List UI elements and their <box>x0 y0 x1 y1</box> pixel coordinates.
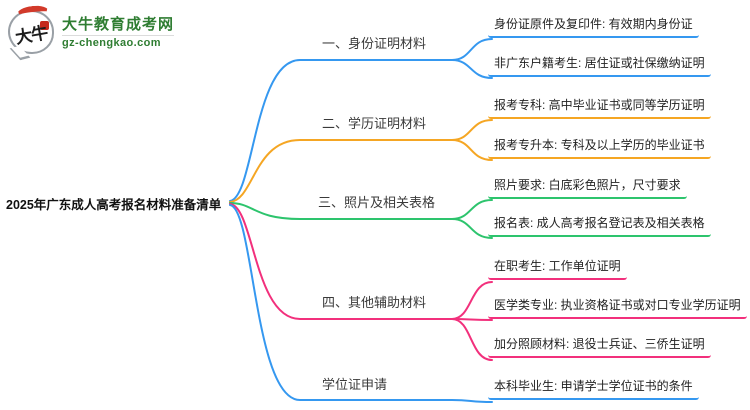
leaf-non-guangdong-residence: 非广东户籍考生: 居住证或社保缴纳证明 <box>488 55 711 77</box>
branch-education-materials: 二、学历证明材料 <box>322 116 427 131</box>
site-name: 大牛教育成考网 <box>62 15 175 33</box>
branch-other-materials: 四、其他辅助材料 <box>322 295 427 310</box>
leaf-medical-major-certificate: 医学类专业: 执业资格证书或对口专业学历证明 <box>488 297 747 319</box>
leaf-id-card-original-copy: 身份证原件及复印件: 有效期内身份证 <box>488 16 699 38</box>
leaf-upgrade-diploma-req: 报考专升本: 专科及以上学历的毕业证书 <box>488 137 711 159</box>
logo-speech-bubble-icon: 大牛 <box>8 4 54 54</box>
leaf-registration-form: 报名表: 成人高考报名登记表及相关表格 <box>488 215 711 237</box>
leaf-bonus-point-materials: 加分照顾材料: 退役士兵证、三侨生证明 <box>488 336 711 358</box>
mindmap-root-title: 2025年广东成人高考报名材料准备清单 <box>6 198 222 212</box>
site-logo: 大牛 大牛教育成考网 gz-chengkao.com <box>8 4 175 54</box>
logo-text-block: 大牛教育成考网 gz-chengkao.com <box>62 15 175 49</box>
logo-bubble-text: 大牛 <box>13 23 49 49</box>
branch-photos-forms: 三、照片及相关表格 <box>318 195 436 210</box>
branch-identity-materials: 一、身份证明材料 <box>322 36 427 51</box>
leaf-bachelor-degree-conditions: 本科毕业生: 申请学士学位证书的条件 <box>488 378 699 400</box>
branch-degree-application: 学位证申请 <box>322 377 388 392</box>
leaf-employer-certificate: 在职考生: 工作单位证明 <box>488 258 627 280</box>
logo-red-seal-icon <box>40 21 49 30</box>
site-domain: gz-chengkao.com <box>62 34 175 49</box>
leaf-college-diploma-req: 报考专科: 高中毕业证书或同等学历证明 <box>488 97 711 119</box>
leaf-photo-requirements: 照片要求: 白底彩色照片，尺寸要求 <box>488 177 687 199</box>
